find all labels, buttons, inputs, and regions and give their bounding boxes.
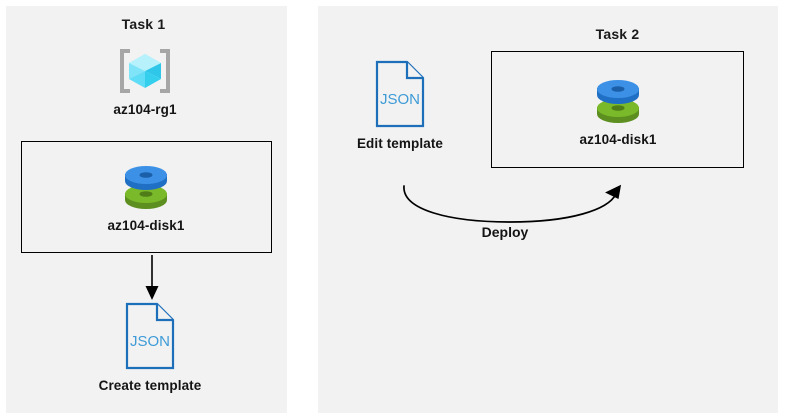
- deploy-arrow-label: Deploy: [481, 224, 529, 240]
- arrow-down-icon: [145, 255, 159, 300]
- json-file-text: JSON: [130, 333, 170, 350]
- curved-arrow-right-icon: [403, 184, 622, 223]
- json-file-icon: JSON: [373, 60, 427, 128]
- node-edit-template-label: Edit template: [356, 136, 444, 151]
- node-create-template-label: Create template: [98, 378, 202, 393]
- node-resource-group: az104-rg1: [70, 46, 220, 117]
- json-file-text: JSON: [380, 91, 420, 108]
- task2-resource-box: [491, 51, 744, 168]
- panel-task2-title: Task 2: [595, 26, 640, 42]
- node-disk-task2: az104-disk1: [543, 76, 693, 147]
- managed-disk-icon: [118, 162, 174, 214]
- node-disk-task2-label: az104-disk1: [579, 132, 657, 147]
- node-create-template: JSON Create template: [75, 302, 225, 393]
- node-disk-task1-label: az104-disk1: [107, 218, 185, 233]
- node-disk-task1: az104-disk1: [71, 162, 221, 233]
- node-resource-group-label: az104-rg1: [113, 102, 177, 117]
- node-edit-template: JSON Edit template: [345, 60, 455, 151]
- panel-task1-title: Task 1: [121, 16, 166, 32]
- json-file-icon: JSON: [123, 302, 177, 370]
- managed-disk-icon: [590, 76, 646, 128]
- resource-group-icon: [117, 46, 173, 96]
